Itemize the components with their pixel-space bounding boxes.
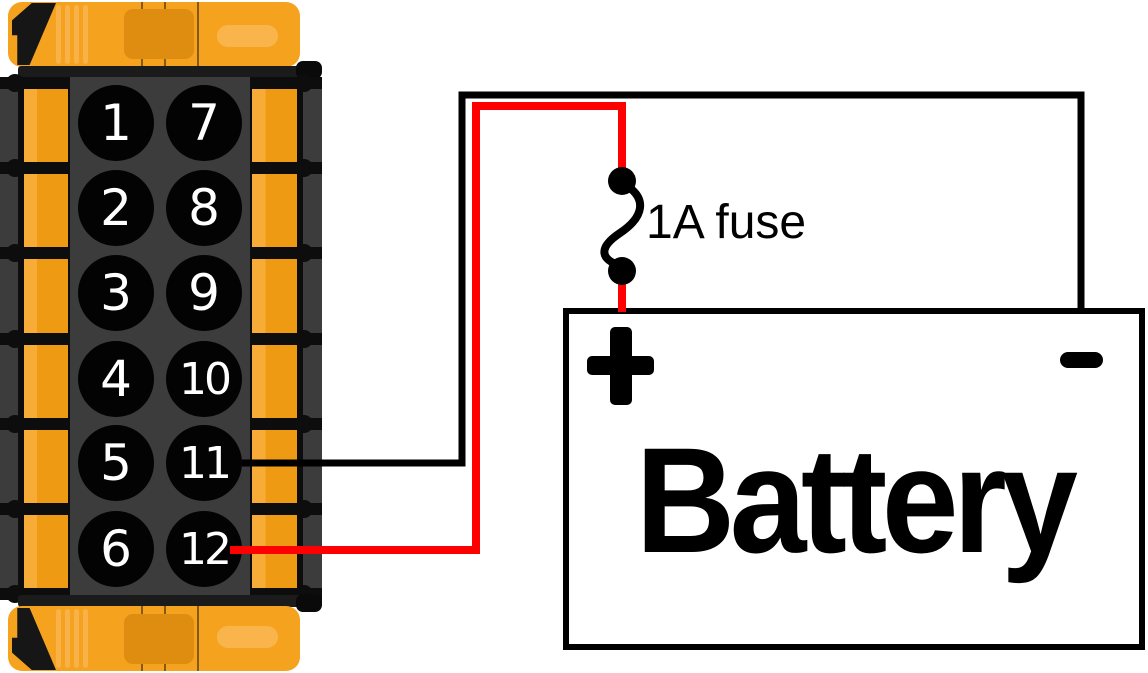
pin-9: 9 xyxy=(166,255,242,331)
plus-horizontal-bar xyxy=(587,356,654,375)
latch-divider xyxy=(0,74,70,92)
latch-divider xyxy=(0,414,70,433)
pin-1: 1 xyxy=(78,85,154,161)
cap-seam-line xyxy=(197,606,199,671)
connector-12pin: 1 2 3 4 5 6 7 8 9 10 11 12 xyxy=(0,0,322,673)
cap-wedge xyxy=(12,608,56,670)
cap-stripe xyxy=(56,5,61,64)
latch-cell xyxy=(250,344,303,418)
latch-cell xyxy=(250,89,303,163)
cap-latch-plate xyxy=(124,614,194,664)
latch-cell xyxy=(18,344,70,418)
minus-terminal-icon: - xyxy=(1060,352,1103,368)
plus-terminal-icon: + xyxy=(587,327,654,405)
latch-cell xyxy=(250,259,303,333)
latch-divider xyxy=(0,499,70,518)
pin-5: 5 xyxy=(78,425,154,501)
pin-10: 10 xyxy=(166,341,242,417)
latch-divider xyxy=(250,414,322,433)
cap-stripe xyxy=(65,5,70,64)
pin-11: 11 xyxy=(166,425,242,501)
pin-4: 4 xyxy=(78,341,154,417)
pin-6: 6 xyxy=(78,511,154,587)
cap-stripe xyxy=(74,609,79,668)
connector-top-cap xyxy=(8,2,300,67)
connector-left-latch-column xyxy=(0,74,70,604)
connector-right-latch-column xyxy=(250,74,322,604)
latch-divider xyxy=(250,74,322,92)
latch-cell xyxy=(18,429,70,503)
connector-bottom-seal xyxy=(18,595,310,607)
fuse-symbol-icon xyxy=(600,167,645,285)
latch-cell xyxy=(18,514,70,589)
latch-divider xyxy=(250,159,322,178)
cap-latch-plate xyxy=(124,9,194,59)
cap-stripe xyxy=(74,5,79,64)
cap-stripe xyxy=(56,609,61,668)
latch-divider xyxy=(0,159,70,178)
latch-cell xyxy=(18,89,70,163)
connector-bottom-cap xyxy=(8,606,300,671)
cap-wedge xyxy=(12,3,56,65)
cap-highlight xyxy=(217,25,278,47)
latch-cell xyxy=(18,259,70,333)
latch-divider xyxy=(250,329,322,348)
latch-divider xyxy=(0,329,70,348)
cap-stripe xyxy=(65,609,70,668)
pin-7: 7 xyxy=(166,85,242,161)
cap-stripe xyxy=(83,609,88,668)
pin-12: 12 xyxy=(166,511,242,587)
pin-8: 8 xyxy=(166,170,242,246)
battery-label: Battery xyxy=(635,416,1078,584)
cap-stripe xyxy=(83,5,88,64)
latch-cell xyxy=(250,514,303,589)
pin-3: 3 xyxy=(78,255,154,331)
cap-seam-line xyxy=(197,2,199,67)
fuse-label: 1A fuse xyxy=(646,196,807,249)
latch-divider xyxy=(0,244,70,263)
latch-cell xyxy=(250,174,303,248)
latch-cell xyxy=(250,429,303,503)
latch-cell xyxy=(18,174,70,248)
connector-bottom-knob xyxy=(296,594,322,612)
latch-divider xyxy=(250,244,322,263)
connector-top-seal xyxy=(18,66,310,78)
plus-terminal-label: + xyxy=(587,327,588,328)
latch-divider xyxy=(250,499,322,518)
pin-2: 2 xyxy=(78,170,154,246)
cap-highlight xyxy=(217,626,278,648)
